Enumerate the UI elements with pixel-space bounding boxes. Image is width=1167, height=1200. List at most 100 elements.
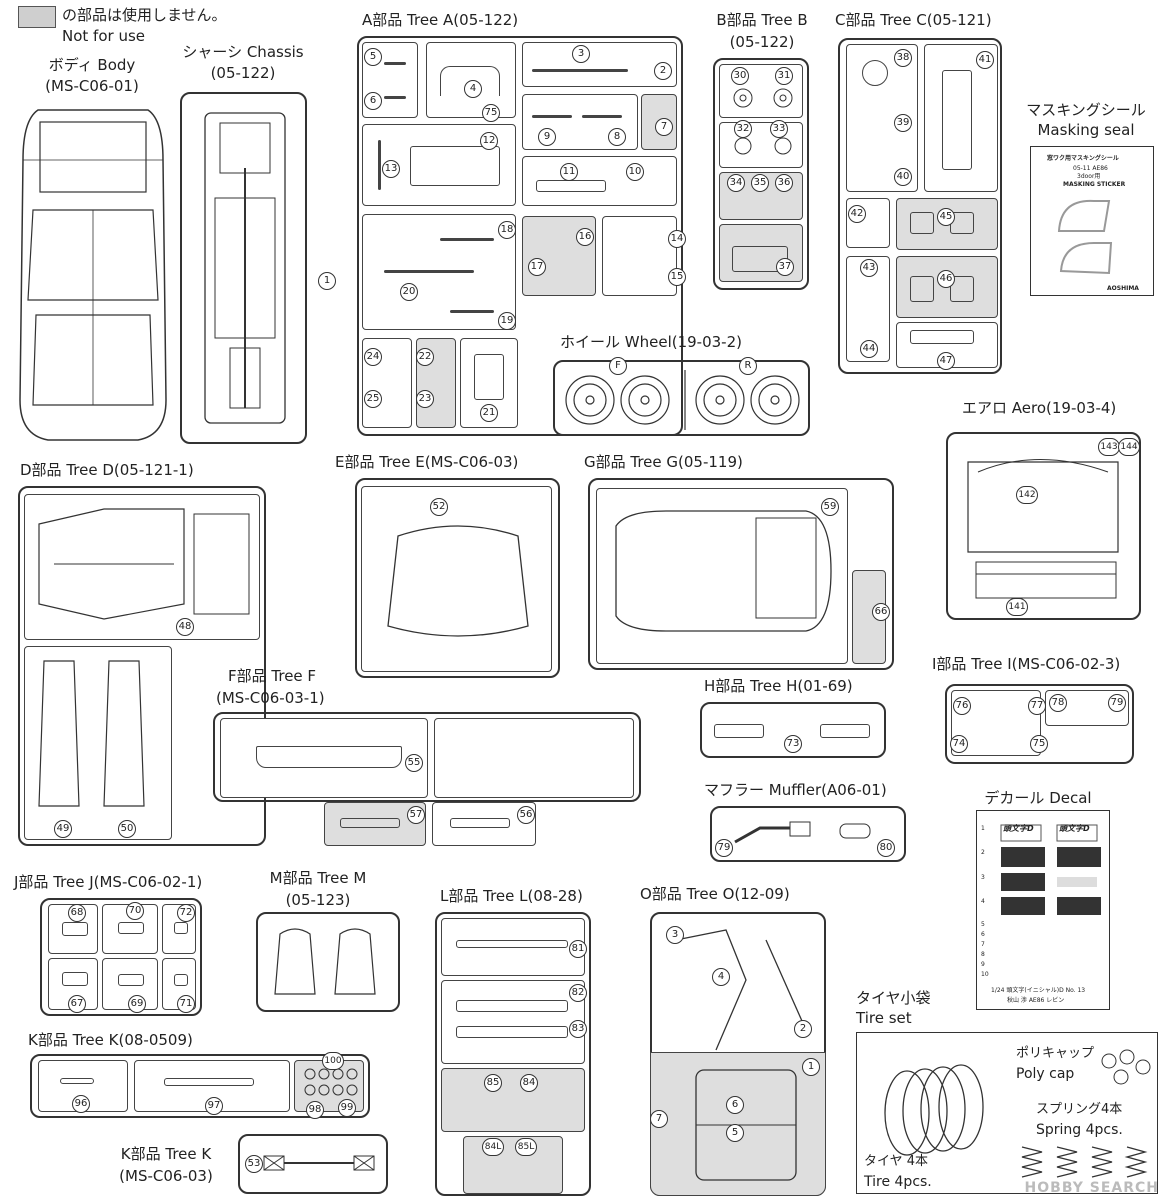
wheel-tree <box>553 360 810 436</box>
wheel-title: ホイール Wheel(19-03-2) <box>560 333 742 351</box>
tree-m-title: M部品 Tree M <box>269 869 367 887</box>
part-number-56: 56 <box>517 806 535 824</box>
tree-a-title: A部品 Tree A(05-122) <box>362 11 519 29</box>
tire-label-jp: タイヤ 4本 <box>864 1154 929 1169</box>
not-for-use-legend-swatch <box>18 6 56 28</box>
aero-title: エアロ Aero(19-03-4) <box>962 399 1117 417</box>
part-number-41: 41 <box>976 51 994 69</box>
part-number-2-o: 2 <box>794 1020 812 1038</box>
tree-l <box>435 912 591 1196</box>
wheel-front-marker: F <box>609 357 627 375</box>
part-number-20: 20 <box>400 283 418 301</box>
part-number-142: 142 <box>1016 486 1038 504</box>
body-title: ボディ Body <box>48 56 136 74</box>
part-number-5-o: 5 <box>726 1124 744 1142</box>
part-number-73: 73 <box>784 735 802 753</box>
decal-row-9: 9 <box>981 961 985 968</box>
part-number-3: 3 <box>572 45 590 63</box>
masking-sticker-sheet: 窓ワク用マスキングシール 05-11 AE86 3door用 MASKING S… <box>1030 146 1154 296</box>
masking-title: マスキングシール <box>1026 101 1146 119</box>
part-number-50: 50 <box>118 820 136 838</box>
part-number-49: 49 <box>54 820 72 838</box>
decal-row-1: 1 <box>981 825 985 832</box>
tree-j-title: J部品 Tree J(MS-C06-02-1) <box>14 873 203 891</box>
part-number-74: 74 <box>950 735 968 753</box>
part-number-72: 72 <box>177 904 195 922</box>
masking-subtitle: Masking seal <box>1037 121 1135 139</box>
part-number-67: 67 <box>68 995 86 1013</box>
part-number-55: 55 <box>405 754 423 772</box>
part-number-39: 39 <box>894 114 912 132</box>
decal-row-3: 3 <box>981 874 985 881</box>
tree-k2 <box>238 1134 388 1194</box>
part-number-100: 100 <box>322 1052 344 1070</box>
masking-sheet-sub1: 05-11 AE86 <box>1073 165 1108 172</box>
aero-tree <box>946 432 1141 620</box>
part-number-8: 8 <box>608 128 626 146</box>
masking-sheet-sub2: 3door用 <box>1077 173 1101 180</box>
part-number-36: 36 <box>775 174 793 192</box>
part-number-33: 33 <box>770 120 788 138</box>
tire-set-subtitle: Tire set <box>856 1009 912 1027</box>
legend-text-jp: の部品は使用しません。 <box>62 6 227 24</box>
tree-e-title: E部品 Tree E(MS-C06-03) <box>335 453 519 471</box>
decal-row-5: 5 <box>981 921 985 928</box>
part-number-78: 78 <box>1049 694 1067 712</box>
decal-row-7: 7 <box>981 941 985 948</box>
chassis-title: シャーシ Chassis <box>182 43 304 61</box>
tire-set-bag <box>856 1032 1158 1194</box>
part-number-2: 2 <box>654 62 672 80</box>
tree-d <box>18 486 266 846</box>
part-number-81: 81 <box>569 940 587 958</box>
tree-g <box>588 478 894 670</box>
part-number-24: 24 <box>364 348 382 366</box>
tree-k1-title: K部品 Tree K(08-0509) <box>28 1031 193 1049</box>
part-number-85: 85 <box>484 1074 502 1092</box>
part-number-4: 4 <box>464 80 482 98</box>
part-number-42: 42 <box>848 205 866 223</box>
body-code: (MS-C06-01) <box>45 77 139 95</box>
part-number-98: 98 <box>306 1101 324 1119</box>
part-number-76: 76 <box>953 697 971 715</box>
masking-sheet-title: 窓ワク用マスキングシール <box>1047 155 1119 162</box>
decal-title: デカール Decal <box>984 789 1092 807</box>
part-number-59: 59 <box>821 498 839 516</box>
part-number-31: 31 <box>775 67 793 85</box>
spring-label-en: Spring 4pcs. <box>1036 1122 1123 1138</box>
tree-i-title: I部品 Tree I(MS-C06-02-3) <box>932 655 1121 673</box>
part-number-16: 16 <box>576 228 594 246</box>
polycap-label-en: Poly cap <box>1016 1066 1075 1082</box>
part-number-37: 37 <box>776 258 794 276</box>
part-number-44: 44 <box>860 340 878 358</box>
part-number-6: 6 <box>364 92 382 110</box>
tree-m-code: (05-123) <box>285 891 351 909</box>
part-number-7-o: 7 <box>650 1110 668 1128</box>
tree-k2-title: K部品 Tree K <box>120 1145 212 1163</box>
tree-h <box>700 702 886 758</box>
chassis-tree <box>180 92 307 444</box>
decal-logo-1: 頭文字D <box>1003 824 1034 833</box>
part-number-21: 21 <box>480 404 498 422</box>
part-number-70: 70 <box>126 902 144 920</box>
decal-row-6: 6 <box>981 931 985 938</box>
tree-d-title: D部品 Tree D(05-121-1) <box>20 461 194 479</box>
part-number-32: 32 <box>734 120 752 138</box>
tire-set-title: タイヤ小袋 <box>856 989 931 1007</box>
part-number-46: 46 <box>937 270 955 288</box>
wheel-rear-marker: R <box>739 357 757 375</box>
masking-sheet-brand: AOSHIMA <box>1107 285 1139 292</box>
part-number-17: 17 <box>528 258 546 276</box>
part-number-82: 82 <box>569 984 587 1002</box>
polycap-label-jp: ポリキャップ <box>1016 1046 1095 1061</box>
part-number-3-o: 3 <box>666 926 684 944</box>
part-number-84l: 84L <box>482 1138 504 1156</box>
part-number-38: 38 <box>894 49 912 67</box>
part-number-12: 12 <box>480 132 498 150</box>
chassis-code: (05-122) <box>210 64 276 82</box>
decal-caption-2: 秋山 渉 AE86 レビン <box>1007 997 1065 1004</box>
spring-label-jp: スプリング4本 <box>1036 1102 1123 1117</box>
part-number-18: 18 <box>498 221 516 239</box>
part-number-80: 80 <box>877 839 895 857</box>
part-number-66: 66 <box>872 603 890 621</box>
tree-l-title: L部品 Tree L(08-28) <box>440 887 583 905</box>
